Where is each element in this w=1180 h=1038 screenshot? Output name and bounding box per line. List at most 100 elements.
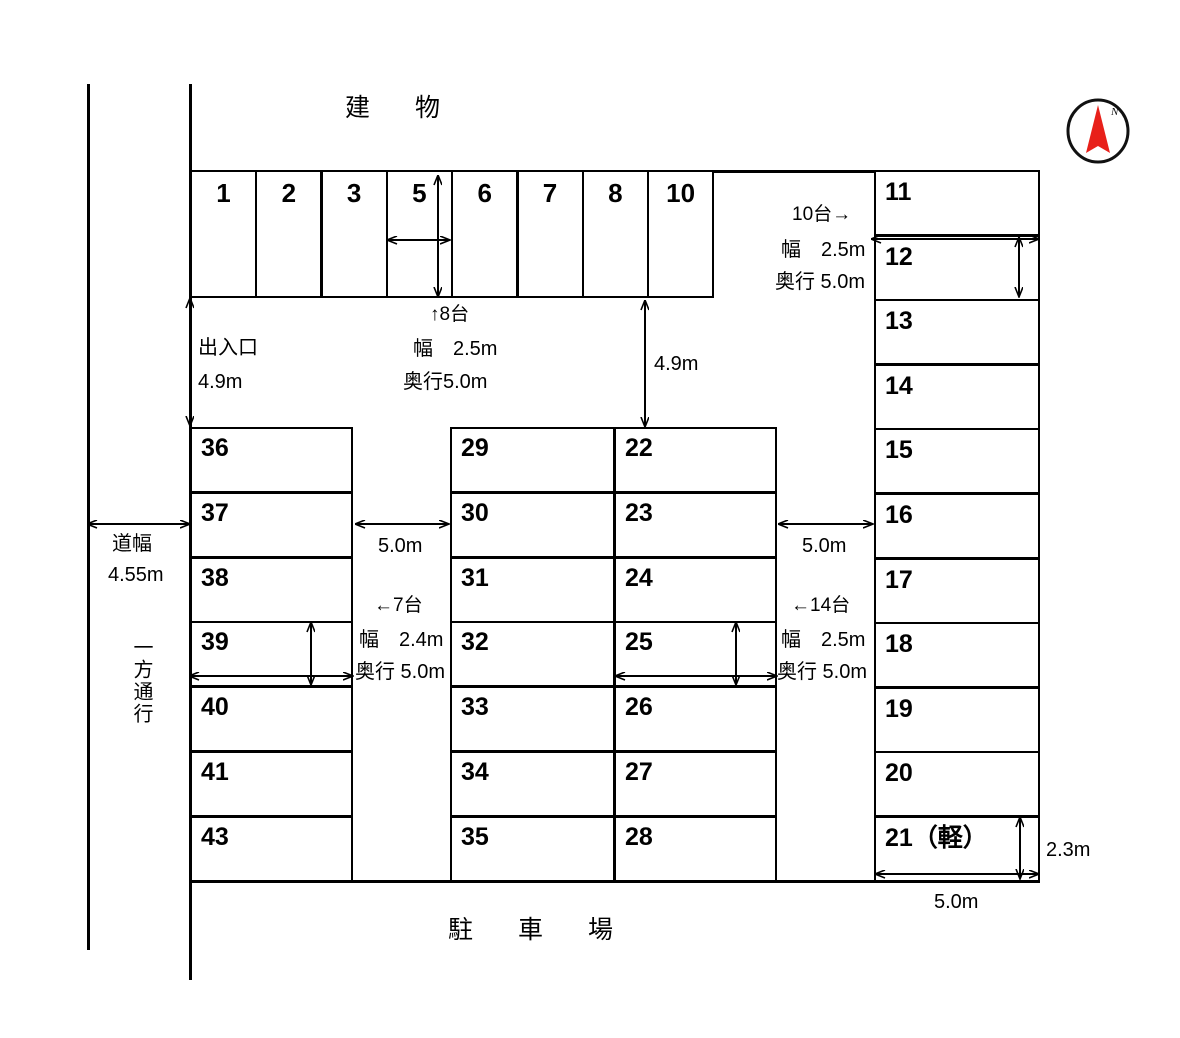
stall-number: 16 [885, 501, 913, 529]
middle-block-count-note: ←14台 [791, 595, 851, 616]
left-block-stall[interactable]: 40 [190, 686, 353, 753]
stall-number: 41 [201, 758, 229, 786]
stall-number: 10 [666, 178, 696, 208]
left-block-width-note: 幅 2.4m [359, 629, 444, 651]
left-block-stall[interactable]: 38 [190, 556, 353, 623]
stall-21-width-dimension: 5.0m [934, 891, 979, 913]
middle-block-right-stall[interactable]: 22 [614, 427, 777, 493]
road-outer-edge-line [87, 84, 90, 950]
stall-number: 22 [625, 434, 653, 462]
top-row-stall[interactable]: 8 [581, 170, 649, 298]
road-width-label: 道幅 [112, 533, 152, 555]
middle-block-right-stall[interactable]: 23 [614, 491, 777, 558]
stall-number: 8 [608, 178, 623, 208]
right-column-width-note: 幅 2.5m [781, 239, 866, 261]
right-column-count-note: 10台→ [792, 204, 852, 225]
stall-number: 12 [885, 242, 913, 271]
stall-number: 35 [461, 822, 489, 851]
middle-block-width-note: 幅 2.5m [781, 629, 866, 651]
stall-number: 26 [625, 693, 653, 722]
stall-number: 25 [625, 628, 653, 657]
right-column-stall[interactable]: 14 [874, 363, 1040, 430]
stall-number: 2 [281, 178, 297, 208]
left-block-stall[interactable]: 43 [190, 815, 353, 882]
stall-number: 27 [625, 758, 653, 786]
top-row-stall[interactable]: 3 [320, 170, 388, 298]
left-block-depth-note: 奥行 5.0m [355, 661, 446, 683]
middle-block-left-stall[interactable]: 35 [450, 815, 615, 882]
left-block-count-note: ←7台 [374, 595, 423, 616]
right-column-stall[interactable]: 12 [874, 234, 1040, 301]
middle-block-left-stall[interactable]: 30 [450, 491, 615, 558]
stall-number: 1 [216, 178, 231, 208]
top-row-stall[interactable]: 7 [516, 170, 584, 298]
stall-number: 38 [201, 563, 229, 592]
top-row-stall[interactable]: 1 [190, 170, 257, 298]
top-row-stall[interactable]: 10 [647, 170, 715, 298]
stall-number: 14 [885, 371, 913, 400]
stall-number: 29 [461, 434, 489, 462]
center-aisle-dimension: 4.9m [654, 353, 699, 375]
middle-block-left-stall[interactable]: 29 [450, 427, 615, 493]
stall-number: 6 [477, 178, 492, 208]
middle-block-left-stall[interactable]: 31 [450, 556, 615, 623]
top-row-stall[interactable]: 5 [385, 170, 453, 298]
left-block-stall[interactable]: 37 [190, 491, 353, 558]
middle-block-left-stall[interactable]: 33 [450, 686, 615, 753]
stall-number: 5 [412, 178, 427, 208]
stall-number: 7 [542, 178, 558, 208]
stall-number: 37 [201, 498, 229, 527]
middle-block-right-stall[interactable]: 26 [614, 686, 777, 753]
middle-block-left-stall[interactable]: 32 [450, 621, 615, 688]
top-row-depth-note: 奥行5.0m [403, 371, 488, 393]
stall-number: 33 [461, 693, 489, 722]
stall-number: 32 [461, 628, 489, 657]
entrance-dimension: 4.9m [198, 371, 243, 393]
stall-number: 15 [885, 436, 913, 465]
middle-block-depth-note: 奥行 5.0m [777, 661, 868, 683]
right-column-stall[interactable]: 15 [874, 428, 1040, 495]
stall-number: 17 [885, 565, 913, 594]
road-width-value: 4.55m [108, 564, 164, 586]
stall-number: 31 [461, 563, 489, 592]
top-row-stall[interactable]: 2 [255, 170, 323, 298]
top-row-count-note: ↑8台 [430, 304, 470, 325]
right-aisle-dimension: 5.0m [802, 535, 847, 557]
one-way-traffic-label: 一方通行 [130, 637, 152, 725]
stall-number: 30 [461, 498, 489, 527]
right-column-stall[interactable]: 17 [874, 557, 1040, 624]
left-aisle-dimension: 5.0m [378, 535, 423, 557]
building-label: 建 物 [345, 94, 451, 122]
stall-number: 20 [885, 759, 913, 788]
stall-number: 23 [625, 498, 653, 527]
stall-number: 21（軽） [885, 824, 988, 852]
right-column-stall[interactable]: 13 [874, 299, 1040, 366]
top-row-width-note: 幅 2.5m [413, 338, 498, 360]
right-column-stall[interactable]: 20 [874, 751, 1040, 818]
middle-block-right-stall[interactable]: 27 [614, 751, 777, 817]
entrance-label: 出入口 [198, 337, 258, 359]
stall-number: 19 [885, 694, 913, 723]
stall-number: 28 [625, 822, 653, 851]
stall-number: 11 [885, 178, 912, 206]
right-column-depth-note: 奥行 5.0m [775, 271, 866, 293]
middle-block-right-stall[interactable]: 24 [614, 556, 777, 623]
stall-number: 13 [885, 307, 913, 336]
stall-number: 39 [201, 628, 229, 657]
middle-block-right-stall[interactable]: 28 [614, 815, 777, 882]
left-block-stall[interactable]: 41 [190, 751, 353, 817]
top-row-stall[interactable]: 6 [451, 170, 519, 298]
left-block-stall[interactable]: 39 [190, 621, 353, 688]
compass-rose: N [1066, 98, 1130, 169]
right-column-stall[interactable]: 21（軽） [874, 816, 1040, 882]
right-column-stall[interactable]: 11 [874, 170, 1040, 236]
left-block-stall[interactable]: 36 [190, 427, 353, 493]
right-column-stall[interactable]: 18 [874, 622, 1040, 689]
middle-block-left-stall[interactable]: 34 [450, 751, 615, 817]
stall-number: 34 [461, 758, 489, 786]
right-column-stall[interactable]: 16 [874, 493, 1040, 559]
middle-block-right-stall[interactable]: 25 [614, 621, 777, 688]
stall-number: 43 [201, 822, 229, 851]
right-column-stall[interactable]: 19 [874, 686, 1040, 753]
